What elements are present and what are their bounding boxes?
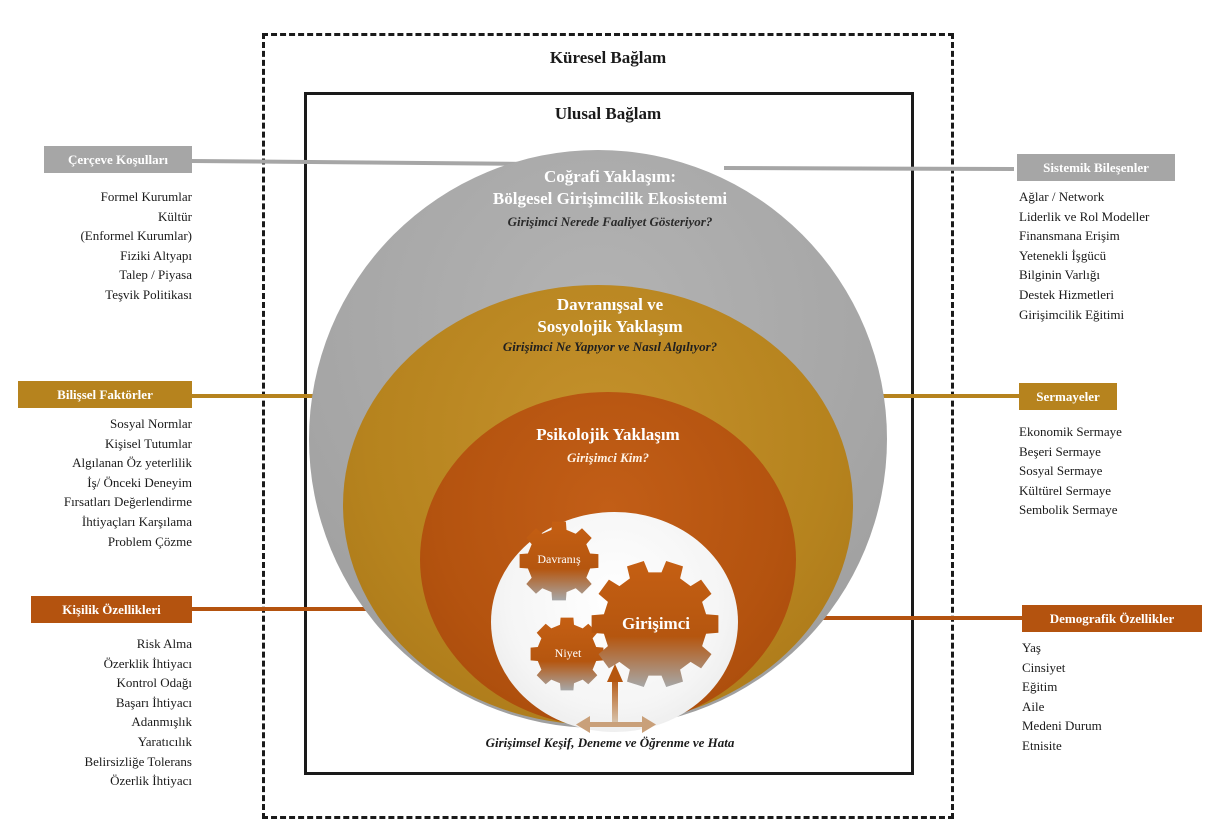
list-item: Algılanan Öz yeterlilik bbox=[72, 455, 192, 471]
global-context-title: Küresel Bağlam bbox=[549, 48, 667, 67]
global-context-frame bbox=[262, 33, 954, 819]
list-item: İş/ Önceki Deneyim bbox=[87, 474, 192, 490]
psychological-title: Psikolojik Yaklaşım bbox=[536, 425, 680, 444]
demographic-traits-list: Yaş Cinsiyet Eğitim Aile Medeni Durum Et… bbox=[1022, 638, 1192, 756]
gear-intention-shape bbox=[530, 617, 604, 691]
list-item: Girişimcilik Eğitimi bbox=[1019, 306, 1125, 322]
framework-conditions-tag: Çerçeve Koşulları bbox=[44, 146, 192, 173]
list-item: Belirsizliğe Tolerans bbox=[84, 753, 192, 769]
list-item: Eğitim bbox=[1022, 679, 1058, 695]
list-item: Özerlik İhtiyacı bbox=[110, 773, 192, 789]
list-item: Ağlar / Network bbox=[1019, 189, 1105, 204]
demographic-traits-tag: Demografik Özellikler bbox=[1022, 605, 1202, 632]
list-item: Sembolik Sermaye bbox=[1019, 502, 1118, 518]
list-item: Formel Kurumlar bbox=[100, 189, 192, 204]
capitals-tag: Sermayeler bbox=[1019, 383, 1117, 410]
list-item: Problem Çözme bbox=[107, 533, 192, 549]
personality-traits-tag: Kişilik Özellikleri bbox=[31, 596, 192, 623]
intention-gear bbox=[530, 617, 604, 691]
list-item: Ekonomik Sermaye bbox=[1019, 424, 1122, 439]
list-item: Etnisite bbox=[1022, 737, 1062, 753]
list-item: (Enformel Kurumlar) bbox=[80, 228, 192, 244]
list-item: Sosyal Sermaye bbox=[1019, 463, 1103, 479]
behavioral-question: Girişimci Ne Yapıyor ve Nasıl Algılıyor? bbox=[502, 339, 718, 354]
list-item: Sosyal Normlar bbox=[110, 416, 192, 431]
framework-conditions-list: Formel Kurumlar Kültür (Enformel Kurumla… bbox=[20, 187, 192, 305]
list-item: Adanmışlık bbox=[131, 714, 192, 730]
list-item: İhtiyaçları Karşılama bbox=[81, 513, 192, 529]
behavior-gear bbox=[519, 521, 599, 601]
list-item: Teşvik Politikası bbox=[105, 286, 192, 302]
bottom-process-label: Girişimsel Keşif, Deneme ve Öğrenme ve H… bbox=[485, 735, 735, 750]
cognitive-connector bbox=[192, 394, 372, 398]
systemic-components-tag: Sistemik Bileşenler bbox=[1017, 154, 1175, 181]
geographic-title-line2: Bölgesel Girişimcilik Ekosistemi bbox=[492, 189, 728, 208]
list-item: Kültürel Sermaye bbox=[1019, 482, 1112, 498]
list-item: Talep / Piyasa bbox=[119, 267, 192, 283]
geographic-question: Girişimci Nerede Faaliyet Gösteriyor? bbox=[507, 214, 713, 229]
personality-traits-list: Risk Alma Özerklik İhtiyacı Kontrol Odağ… bbox=[20, 634, 192, 791]
psychological-approach-label: Psikolojik Yaklaşım Girişimci Kim? bbox=[470, 424, 746, 467]
list-item: Cinsiyet bbox=[1022, 659, 1066, 675]
list-item: Kültür bbox=[158, 208, 192, 224]
upward-arrow bbox=[607, 664, 623, 724]
list-item: Yaratıcılık bbox=[137, 733, 192, 749]
list-item: Fiziki Altyapı bbox=[120, 247, 192, 263]
geographic-title-line1: Coğrafi Yaklaşım: bbox=[543, 167, 677, 186]
capitals-list: Ekonomik Sermaye Beşeri Sermaye Sosyal S… bbox=[1019, 422, 1199, 520]
entrepreneur-gear-label: Girişimci bbox=[622, 614, 690, 633]
list-item: Bilginin Varlığı bbox=[1019, 267, 1101, 283]
national-context-title: Ulusal Bağlam bbox=[554, 104, 662, 123]
behavioral-title-line1: Davranışsal ve bbox=[556, 295, 664, 314]
intention-gear-label: Niyet bbox=[554, 646, 582, 660]
list-item: Risk Alma bbox=[136, 636, 192, 651]
capitals-connector bbox=[820, 394, 1020, 398]
psychological-question: Girişimci Kim? bbox=[567, 450, 649, 465]
national-context-frame bbox=[304, 92, 914, 775]
cognitive-factors-tag: Bilişsel Faktörler bbox=[18, 381, 192, 408]
list-item: Özerklik İhtiyacı bbox=[103, 655, 192, 671]
systemic-components-list: Ağlar / Network Liderlik ve Rol Modeller… bbox=[1019, 187, 1209, 324]
list-item: Beşeri Sermaye bbox=[1019, 443, 1101, 459]
list-item: Yetenekli İşgücü bbox=[1019, 247, 1107, 263]
list-item: Destek Hizmetleri bbox=[1019, 286, 1114, 302]
list-item: Kişisel Tutumlar bbox=[104, 435, 192, 451]
cognitive-factors-list: Sosyal Normlar Kişisel Tutumlar Algılana… bbox=[4, 414, 192, 551]
list-item: Aile bbox=[1022, 698, 1045, 714]
list-item: Medeni Durum bbox=[1022, 718, 1102, 734]
behavior-gear-label: Davranış bbox=[537, 552, 581, 566]
list-item: Yaş bbox=[1022, 640, 1041, 655]
gear-behavior-shape bbox=[519, 521, 599, 601]
entrepreneur-gear bbox=[591, 561, 719, 687]
gear-entrepreneur-shape bbox=[591, 561, 719, 687]
list-item: Fırsatları Değerlendirme bbox=[63, 494, 192, 510]
behavioral-approach-label: Davranışsal ve Sosyolojik Yaklaşım Giriş… bbox=[420, 294, 800, 356]
list-item: Başarı İhtiyacı bbox=[115, 694, 192, 710]
list-item: Kontrol Odağı bbox=[116, 675, 192, 691]
list-item: Liderlik ve Rol Modeller bbox=[1019, 208, 1150, 224]
demographic-connector bbox=[770, 616, 1022, 620]
behavioral-title-line2: Sosyolojik Yaklaşım bbox=[537, 317, 683, 336]
personality-connector bbox=[192, 607, 442, 611]
list-item: Finansmana Erişim bbox=[1019, 228, 1120, 244]
geographic-approach-label: Coğrafi Yaklaşım: Bölgesel Girişimcilik … bbox=[420, 166, 800, 231]
horizontal-double-arrow bbox=[576, 716, 656, 733]
